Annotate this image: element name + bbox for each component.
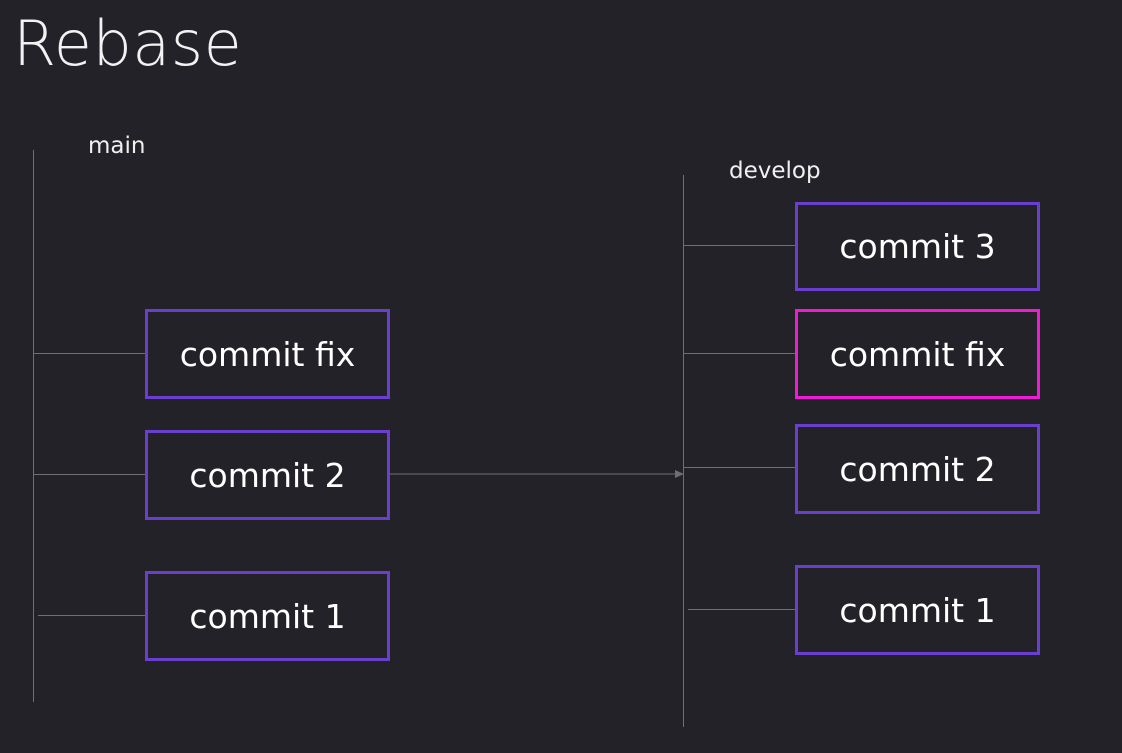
rebase-arrow-head: [675, 470, 684, 478]
develop-connector-commit-3: [684, 245, 796, 246]
main-connector-commit-fix: [34, 353, 146, 354]
develop-commit-1[interactable]: commit 1: [795, 565, 1040, 655]
branch-label-develop: develop: [729, 158, 821, 184]
branch-label-main: main: [88, 133, 146, 159]
main-connector-commit-1: [38, 615, 146, 616]
main-commit-2[interactable]: commit 2: [145, 430, 390, 520]
develop-commit-2[interactable]: commit 2: [795, 424, 1040, 514]
develop-connector-commit-1: [688, 609, 796, 610]
develop-branch-line: [683, 175, 684, 727]
develop-commit-3[interactable]: commit 3: [795, 202, 1040, 291]
slide-title: Rebase: [13, 7, 243, 80]
main-commit-1[interactable]: commit 1: [145, 571, 390, 661]
develop-commit-fix[interactable]: commit fix: [795, 309, 1040, 399]
main-branch-line: [33, 150, 34, 702]
main-connector-commit-2: [34, 474, 146, 475]
develop-connector-commit-fix: [684, 353, 796, 354]
develop-connector-commit-2: [684, 467, 796, 468]
main-commit-fix[interactable]: commit fix: [145, 309, 390, 399]
